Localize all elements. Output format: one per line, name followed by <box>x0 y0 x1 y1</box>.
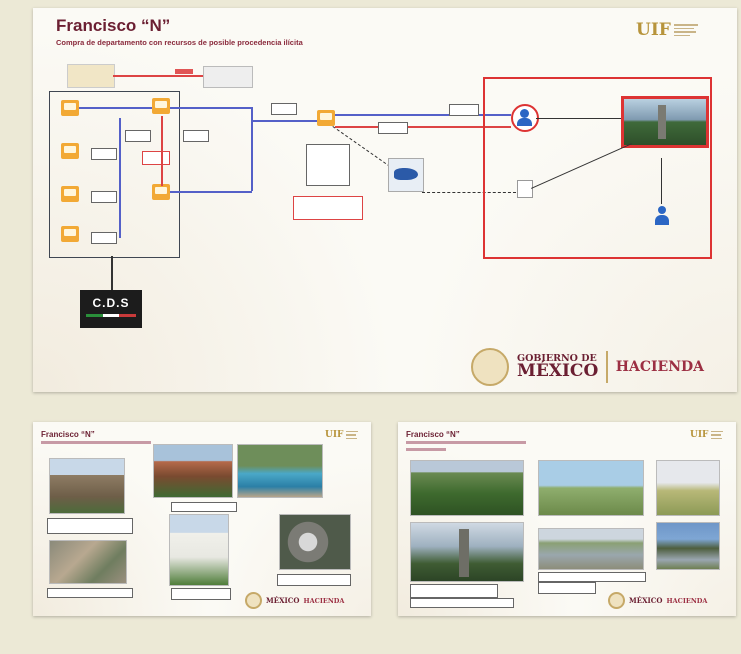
uif-logo: UIF <box>325 430 359 440</box>
caption-box-4 <box>410 598 514 608</box>
caption-box-3 <box>538 582 596 594</box>
mexico-label: MÉXICO <box>517 361 599 382</box>
mexico-seal-icon <box>471 348 509 386</box>
detail-box-center <box>306 144 350 186</box>
transfer-label-red <box>142 151 170 165</box>
flow-line-2 <box>170 107 252 109</box>
gobierno-de-label: GOBIERNO DE <box>517 352 597 364</box>
slide-title: Francisco “N” <box>41 430 95 439</box>
subtitle-placeholder-2 <box>406 448 446 451</box>
hacienda-label: HACIENDA <box>615 359 705 375</box>
reservoir-photo <box>656 522 720 570</box>
mexico-seal-icon <box>608 592 625 609</box>
aerial-photo-2 <box>279 514 351 570</box>
flow-line-1 <box>79 107 152 109</box>
connector-red-top <box>113 75 203 77</box>
company-node-5 <box>152 98 170 114</box>
slide-background <box>33 8 737 392</box>
caption-box-5 <box>277 574 351 586</box>
flow-line-5 <box>252 120 317 122</box>
flow-line-red-1 <box>161 116 163 186</box>
map-icon <box>388 158 424 192</box>
caption-box-2 <box>171 502 237 512</box>
slide-title: Francisco “N” <box>406 430 460 439</box>
slide-title: Francisco “N” <box>56 16 171 35</box>
company-node-6 <box>152 184 170 200</box>
subtitle-placeholder <box>41 441 151 444</box>
property-to-seller-line <box>661 158 662 204</box>
company-node-4 <box>61 226 79 242</box>
caption-box-4 <box>171 588 231 600</box>
transfer-label-4 <box>125 130 151 142</box>
house-photo-1 <box>49 458 125 514</box>
tower-photo <box>410 522 524 582</box>
companies-group-box <box>49 91 180 258</box>
house-photo-2 <box>153 444 233 498</box>
footer-logos: MÉXICO HACIENDA <box>608 592 707 609</box>
dashed-connector-right <box>422 192 516 193</box>
caption-box-1 <box>47 518 133 534</box>
small-seal-logo <box>203 66 253 88</box>
flow-line-6 <box>119 118 121 238</box>
flow-line-4 <box>170 191 252 193</box>
uif-logo-mark: UIF <box>636 20 671 40</box>
flow-line-7 <box>335 114 511 116</box>
company-node-1 <box>61 100 79 116</box>
pool-photo <box>237 444 323 498</box>
uif-logo-mark: UIF <box>690 430 709 440</box>
mexico-seal-icon <box>245 592 262 609</box>
company-node-2 <box>61 143 79 159</box>
buyer-to-property-line <box>536 118 621 119</box>
uif-logo-lines <box>673 24 698 36</box>
uif-logo: UIF <box>636 20 698 40</box>
lake-photo <box>538 528 644 570</box>
transfer-label-7 <box>449 104 479 116</box>
detail-box-red <box>293 196 363 220</box>
caption-box-1 <box>410 584 498 598</box>
uif-logo-mark: UIF <box>325 430 344 440</box>
caption-box-3 <box>47 588 133 598</box>
transfer-label-6 <box>271 103 297 115</box>
cds-logo-text: C.D.S <box>92 296 130 310</box>
mexico-label: MÉXICO <box>629 596 663 605</box>
group-to-cds-line <box>111 256 113 290</box>
slide-properties-left: Francisco “N” UIF MÉXICO HACIENDA <box>33 422 371 616</box>
property-photo <box>621 96 709 148</box>
caption-box-2 <box>538 572 646 582</box>
mexico-label: MÉXICO <box>266 596 300 605</box>
landscape-photo-1 <box>410 460 524 516</box>
transfer-label-8 <box>378 122 408 134</box>
property-highlight-box <box>483 77 712 259</box>
landscape-photo-3 <box>656 460 720 516</box>
cds-logo: C.D.S <box>80 290 142 328</box>
hacienda-label: HACIENDA <box>666 596 708 605</box>
central-account-node <box>317 110 335 126</box>
seller-avatar <box>655 206 669 226</box>
footer-logos: MÉXICO HACIENDA <box>245 592 344 609</box>
flow-line-3 <box>251 107 253 191</box>
document-icon <box>517 180 533 198</box>
aerial-photo-1 <box>49 540 127 584</box>
slide-properties-right: Francisco “N” UIF MÉXICO HACIENDA <box>398 422 736 616</box>
flow-line-red-2 <box>335 126 511 128</box>
company-node-3 <box>61 186 79 202</box>
landscape-photo-2 <box>538 460 644 516</box>
small-uif-logo <box>67 64 115 88</box>
transfer-label-3 <box>91 232 117 244</box>
subtitle-placeholder-1 <box>406 441 526 444</box>
footer-divider <box>606 351 608 383</box>
buyer-avatar <box>511 104 539 132</box>
facade-photo <box>169 514 229 586</box>
gobierno-hacienda-footer: GOBIERNO DE MÉXICO HACIENDA <box>471 348 704 386</box>
main-slide: Francisco “N” Compra de departamento con… <box>33 8 737 392</box>
hacienda-label: HACIENDA <box>303 596 345 605</box>
transfer-label-1 <box>91 148 117 160</box>
gobierno-de-mexico-logo: GOBIERNO DE MÉXICO <box>517 354 598 381</box>
slide-subtitle: Compra de departamento con recursos de p… <box>56 38 303 47</box>
transfer-label-2 <box>91 191 117 203</box>
red-label-top <box>175 69 193 74</box>
uif-logo: UIF <box>690 430 724 440</box>
transfer-label-5 <box>183 130 209 142</box>
